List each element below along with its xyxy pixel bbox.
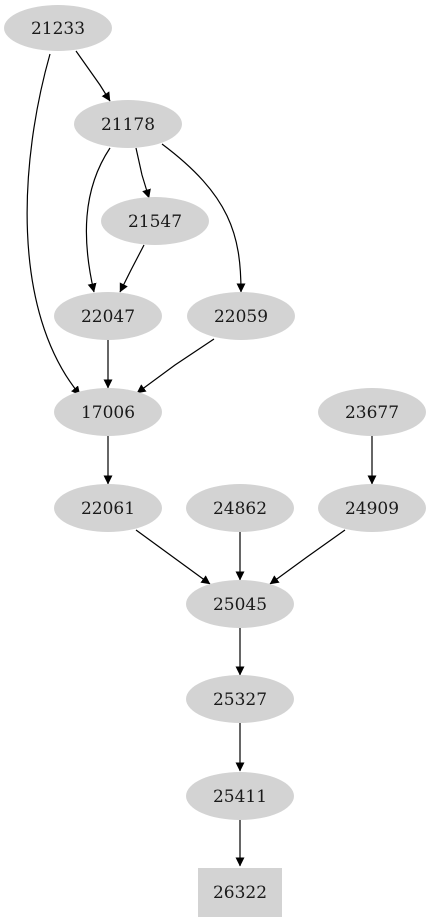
- node-21547-label: 21547: [128, 212, 182, 232]
- node-26322[interactable]: 26322: [198, 868, 282, 917]
- node-22047-shape: [54, 292, 162, 340]
- node-22061-shape: [54, 484, 162, 532]
- node-21178-shape: [74, 100, 182, 148]
- edge-21178-22059: [161, 143, 246, 293]
- node-21178-label: 21178: [101, 115, 155, 135]
- node-24862-label: 24862: [213, 499, 267, 519]
- nodes: 21233 21178 21547 22047 22059 17006 2367…: [4, 5, 426, 917]
- node-22059[interactable]: 22059: [187, 292, 295, 340]
- node-22059-shape: [187, 292, 295, 340]
- node-24909-shape: [318, 484, 426, 532]
- node-25045-shape: [186, 580, 294, 628]
- node-21233-shape: [4, 5, 112, 51]
- node-25327[interactable]: 25327: [186, 675, 294, 723]
- node-17006-shape: [54, 388, 162, 436]
- node-25327-shape: [186, 675, 294, 723]
- node-24909-label: 24909: [345, 499, 399, 519]
- node-25411[interactable]: 25411: [186, 772, 294, 820]
- node-23677-label: 23677: [345, 403, 399, 423]
- edge-21233-21178: [75, 50, 111, 102]
- edge-21178-22047: [85, 147, 111, 293]
- node-17006[interactable]: 17006: [54, 388, 162, 436]
- node-22059-label: 22059: [214, 307, 268, 327]
- node-24909[interactable]: 24909: [318, 484, 426, 532]
- node-25411-shape: [186, 772, 294, 820]
- node-21547[interactable]: 21547: [101, 197, 209, 245]
- node-25327-label: 25327: [213, 690, 267, 710]
- node-21547-shape: [101, 197, 209, 245]
- node-23677-shape: [318, 388, 426, 436]
- node-22047-label: 22047: [81, 307, 135, 327]
- edge-21547-22047: [119, 244, 145, 293]
- node-23677[interactable]: 23677: [318, 388, 426, 436]
- node-24862-shape: [186, 484, 294, 532]
- node-21233[interactable]: 21233: [4, 5, 112, 51]
- edge-21233-17006: [26, 53, 81, 396]
- node-21178[interactable]: 21178: [74, 100, 182, 148]
- edge-22061-25045: [135, 529, 211, 585]
- node-25411-label: 25411: [213, 787, 267, 807]
- node-24862[interactable]: 24862: [186, 484, 294, 532]
- node-25045[interactable]: 25045: [186, 580, 294, 628]
- node-25045-label: 25045: [213, 595, 267, 615]
- node-22061[interactable]: 22061: [54, 484, 162, 532]
- node-17006-label: 17006: [81, 403, 135, 423]
- node-22047[interactable]: 22047: [54, 292, 162, 340]
- edges: [26, 50, 377, 867]
- edge-21178-21547: [135, 147, 151, 199]
- edge-22059-17006: [136, 338, 215, 394]
- node-26322-shape: [198, 868, 282, 917]
- edge-24909-25045: [269, 529, 346, 585]
- node-22061-label: 22061: [81, 499, 135, 519]
- node-21233-label: 21233: [31, 19, 85, 39]
- node-26322-label: 26322: [213, 883, 267, 903]
